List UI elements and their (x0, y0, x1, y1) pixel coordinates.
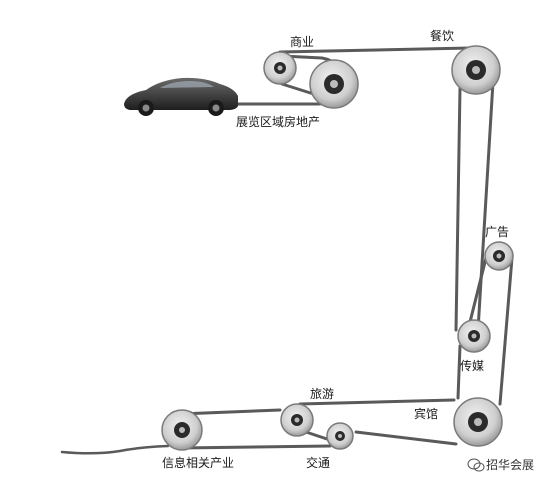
belt-media-hotel (456, 344, 462, 400)
label-exhibition-area-real-estate: 展览区域房地产 (236, 114, 320, 129)
watermark-text: 招华会展 (486, 458, 534, 472)
belt-ad-right (498, 256, 514, 406)
belt-tail (60, 444, 170, 455)
label-transportation: 交通 (306, 455, 330, 470)
belt-it-bottom (178, 444, 332, 450)
sports-car-icon (124, 77, 238, 116)
belt-tourism-it (178, 408, 282, 416)
pulley-advertising (484, 241, 514, 271)
watermark: 招华会展 (467, 458, 534, 472)
belt-hotel-tourism-top (298, 398, 456, 406)
label-media: 传媒 (460, 358, 484, 373)
wechat-logo-icon (467, 458, 485, 472)
label-business: 商业 (290, 34, 314, 49)
label-hotel: 宾馆 (414, 406, 438, 421)
pulley-catering (451, 45, 501, 95)
pulley-hotel (453, 397, 503, 447)
pulley-transportation (326, 422, 354, 450)
belt-ad-left (466, 256, 488, 332)
pulley-it-industry (161, 409, 203, 451)
label-catering: 餐饮 (430, 28, 454, 43)
pulley-business-large (309, 59, 359, 109)
pulley-media (457, 319, 491, 353)
label-advertising: 广告 (485, 225, 509, 239)
belt-catering-right (476, 68, 495, 332)
label-it-industry: 信息相关产业 (162, 455, 234, 470)
belt-catering-left (454, 86, 462, 332)
pulley-business-small (263, 51, 297, 85)
label-tourism: 旅游 (310, 387, 334, 401)
belt-business-top (278, 46, 472, 54)
belt-hotel-tourism-bottom (354, 430, 458, 446)
pulley-tourism (280, 403, 314, 437)
